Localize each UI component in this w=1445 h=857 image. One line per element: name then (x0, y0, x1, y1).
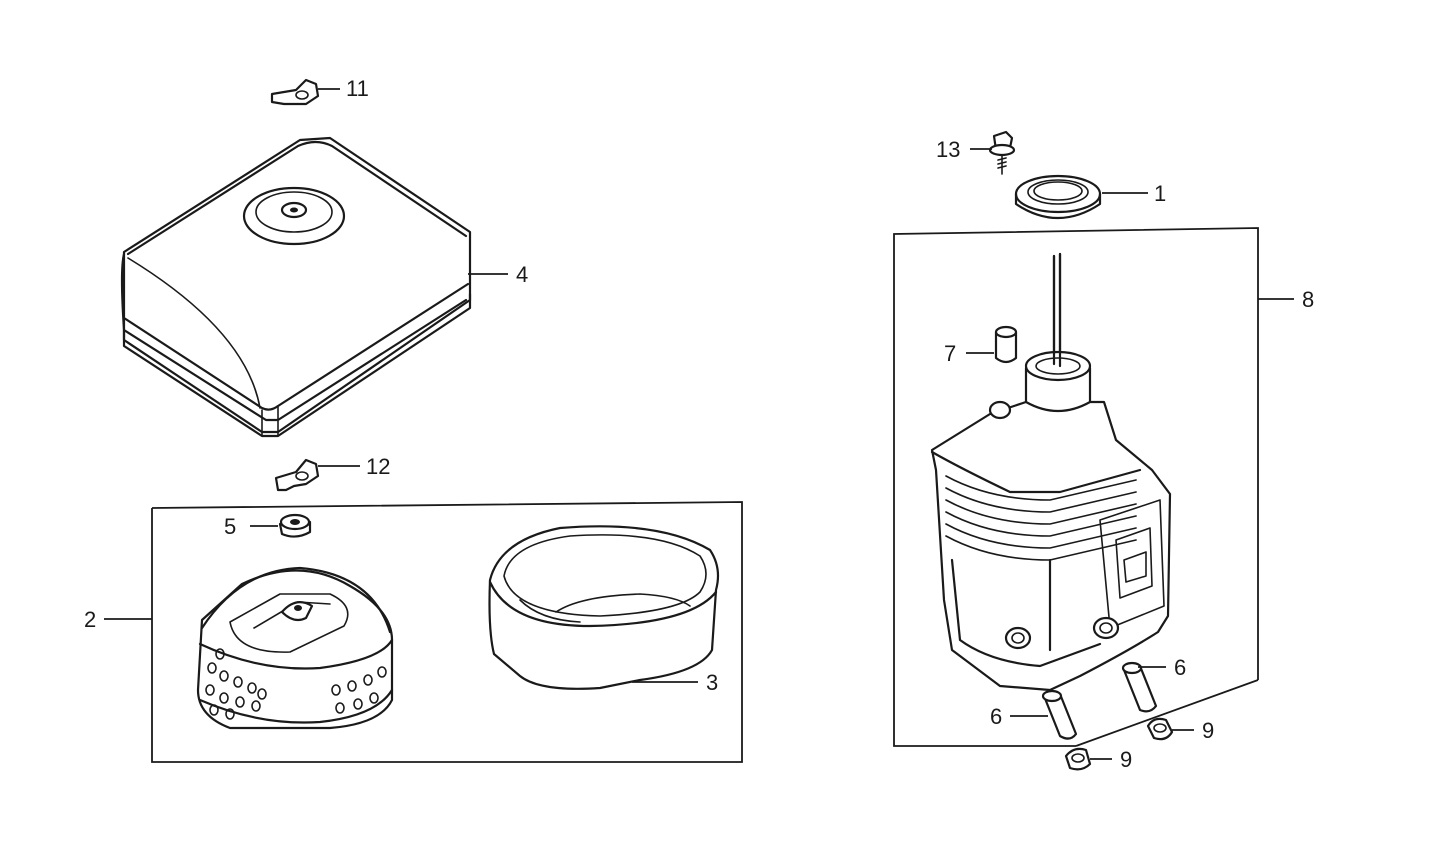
callout-8: 8 (1302, 287, 1314, 312)
callout-3: 3 (706, 670, 718, 695)
cap-9-right (1146, 717, 1194, 741)
wing-nut-12 (274, 458, 360, 492)
air-cleaner-cover-4 (120, 136, 508, 438)
bolt-13 (970, 130, 1016, 175)
air-cleaner-case-8 (930, 252, 1172, 692)
cap-9-left (1064, 747, 1112, 771)
callout-9-right: 9 (1202, 718, 1214, 743)
callout-6-left: 6 (990, 704, 1002, 729)
callout-7: 7 (944, 341, 956, 366)
filter-perforation-holes (205, 648, 387, 720)
seal-ring-1 (1014, 174, 1148, 220)
paper-filter-element-2 (196, 566, 394, 730)
grommet-5 (250, 513, 312, 538)
tube-6-left (1010, 689, 1078, 740)
tube-6-right (1121, 661, 1166, 713)
callout-9-left: 9 (1120, 747, 1132, 772)
callout-5: 5 (224, 514, 236, 539)
case-box-diagonal (1075, 679, 1259, 747)
callout-6-right: 6 (1174, 655, 1186, 680)
callout-12: 12 (366, 454, 390, 479)
callout-1: 1 (1154, 181, 1166, 206)
case-assembly-box-8 (893, 227, 1294, 747)
callout-2: 2 (84, 607, 96, 632)
foam-filter-element-3 (488, 525, 720, 690)
collar-7 (966, 325, 1018, 364)
callout-13: 13 (936, 137, 960, 162)
element-set-box-2 (104, 501, 743, 763)
callout-11: 11 (346, 76, 369, 101)
wing-nut-11 (270, 78, 340, 106)
callout-4: 4 (516, 262, 528, 287)
